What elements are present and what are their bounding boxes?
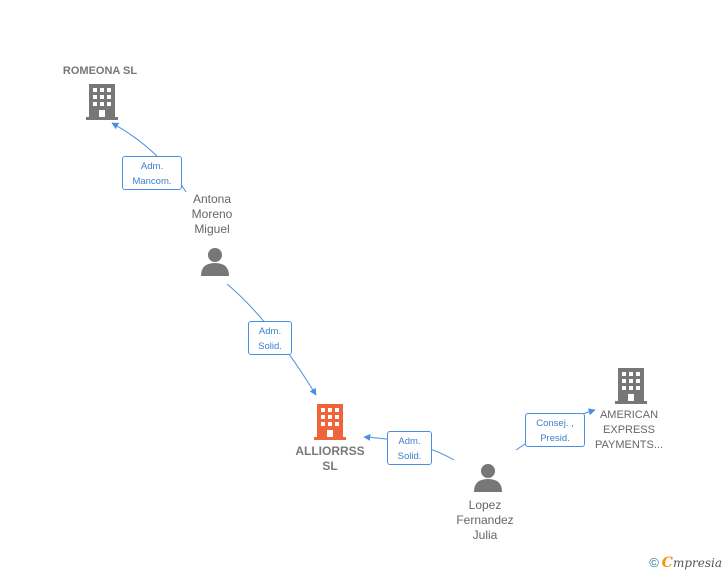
node-label-antona[interactable]: Antona Moreno Miguel bbox=[172, 192, 252, 237]
relation-label-adm-solid-lopez[interactable]: Adm. Solid. bbox=[387, 431, 432, 465]
node-label-line: Miguel bbox=[194, 222, 230, 236]
copyright-icon: © bbox=[649, 555, 659, 570]
node-label-line: Antona bbox=[192, 192, 232, 206]
relation-label-adm-solid-antona[interactable]: Adm. Solid. bbox=[248, 321, 292, 355]
node-label-line: PAYMENTS... bbox=[594, 439, 664, 451]
brand-logo-letter: C bbox=[661, 555, 673, 571]
node-label-line: Fernandez bbox=[456, 513, 514, 527]
node-label-lopez[interactable]: Lopez Fernandez Julia bbox=[440, 498, 530, 543]
building-icon-american[interactable] bbox=[615, 368, 647, 404]
node-label-line: ALLIORRSS bbox=[295, 444, 365, 458]
node-label-line: Julia bbox=[472, 528, 498, 542]
empresia-brand[interactable]: ©Cmpresia bbox=[649, 555, 722, 571]
node-label-romeona[interactable]: ROMEONA SL bbox=[40, 64, 160, 79]
relation-label-line: Adm. bbox=[398, 436, 421, 447]
person-icon-lopez[interactable] bbox=[473, 462, 503, 492]
building-icon-alliorrss[interactable] bbox=[314, 404, 346, 440]
relation-label-line: Mancom. bbox=[132, 176, 172, 187]
node-label-line: AMERICAN bbox=[599, 409, 659, 421]
node-label-line: SL bbox=[322, 459, 338, 473]
building-icon-romeona[interactable] bbox=[86, 84, 118, 120]
node-label-line: EXPRESS bbox=[603, 424, 655, 436]
node-label-line: ROMEONA SL bbox=[62, 65, 138, 77]
node-label-line: Lopez bbox=[468, 498, 502, 512]
relation-label-line: Adm. bbox=[258, 326, 282, 337]
brand-name: mpresia bbox=[672, 556, 722, 570]
relation-label-line: Adm. bbox=[140, 161, 164, 172]
person-icon-antona[interactable] bbox=[200, 246, 230, 276]
node-label-american[interactable]: AMERICAN EXPRESS PAYMENTS... bbox=[584, 408, 674, 453]
relation-label-line: Consej. , bbox=[536, 418, 574, 429]
node-label-line: Moreno bbox=[191, 207, 233, 221]
relation-label-adm-mancom[interactable]: Adm. Mancom. bbox=[122, 156, 182, 190]
relation-label-line: Solid. bbox=[258, 341, 282, 352]
relation-label-line: Presid. bbox=[540, 433, 570, 444]
relation-label-line: Solid. bbox=[397, 451, 422, 462]
relation-label-consej-presid[interactable]: Consej. , Presid. bbox=[525, 413, 585, 447]
node-label-alliorrss[interactable]: ALLIORRSS SL bbox=[280, 444, 380, 474]
